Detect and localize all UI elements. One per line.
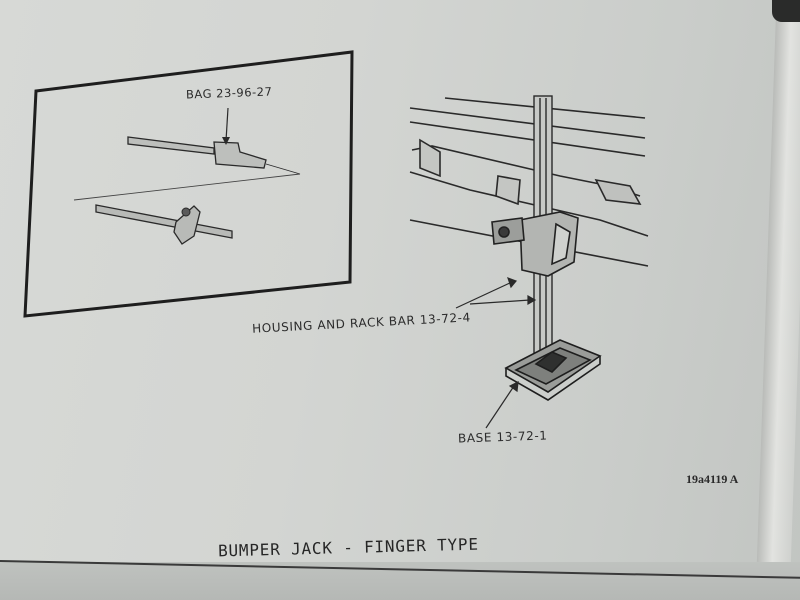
figure-code: 19a4119 A — [686, 472, 739, 486]
jack-base — [504, 339, 602, 401]
bag-arrow — [222, 137, 230, 145]
rack-bar-drawing — [95, 204, 233, 245]
binder-corner — [772, 0, 800, 22]
bag-part-label: BAG 23-96-27 — [185, 84, 273, 102]
jack-housing — [491, 211, 579, 277]
leader-lines — [455, 276, 537, 429]
inset-frame — [23, 50, 354, 318]
bag-drawing — [127, 136, 301, 175]
inset-guide-line — [73, 173, 301, 201]
bag-leader — [225, 107, 229, 142]
